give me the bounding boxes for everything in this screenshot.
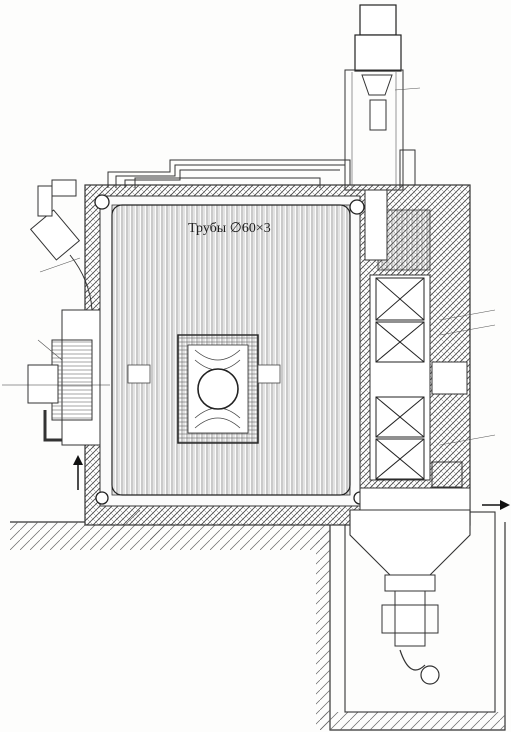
arrow-up-air-inlet bbox=[73, 455, 83, 490]
peep-holes bbox=[127, 364, 281, 384]
access-door bbox=[177, 334, 259, 444]
leader-lines bbox=[37, 87, 496, 541]
burner-assembly bbox=[2, 179, 110, 446]
top-stack bbox=[344, 4, 404, 261]
ground-foundation bbox=[10, 511, 506, 731]
tubes-label: Трубы ∅60×3 bbox=[188, 221, 271, 236]
ash-hopper bbox=[349, 487, 471, 685]
convective-section bbox=[369, 209, 468, 488]
arrow-right-flue-gas-outlet bbox=[482, 500, 510, 510]
top-header-pipes bbox=[107, 149, 416, 188]
